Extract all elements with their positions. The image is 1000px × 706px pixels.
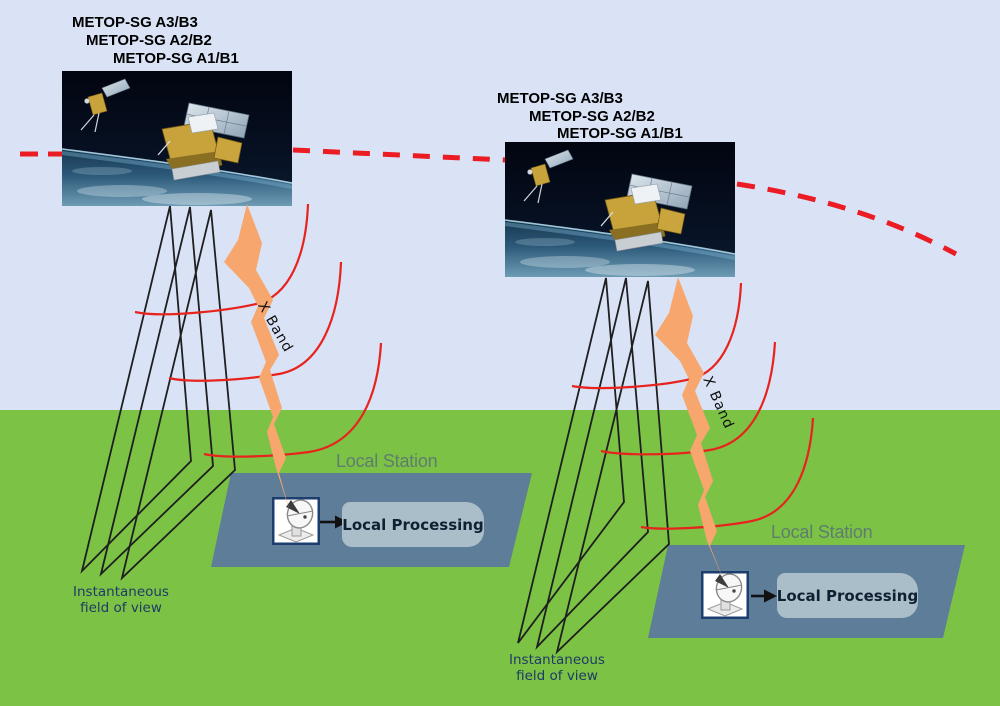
- fov-label-right: Instantaneous field of view: [492, 652, 622, 684]
- satellite-photo-right: [503, 140, 737, 279]
- local-station-title-left: Local Station: [336, 451, 438, 471]
- fov-label-left-line1: Instantaneous: [73, 584, 169, 600]
- downlink-bolt-left: [224, 204, 290, 512]
- fov-label-left-line2: field of view: [80, 600, 162, 616]
- satellite-label-right-a3b3: METOP-SG A3/B3: [497, 90, 623, 107]
- fov-beams-right: [517, 277, 670, 655]
- satellite-label-left-a1b1: METOP-SG A1/B1: [113, 50, 239, 67]
- dish-icon-right: [701, 569, 749, 619]
- arrow-to-processing-right: [751, 589, 777, 603]
- local-station-title-right: Local Station: [771, 522, 873, 542]
- satellite-photo-left: [60, 69, 294, 208]
- local-processing-box-left: Local Processing: [342, 502, 484, 547]
- arrow-to-processing-left: [320, 515, 348, 529]
- satellite-label-left-a2b2: METOP-SG A2/B2: [86, 32, 212, 49]
- orbit-track-dashed: [20, 147, 958, 257]
- fov-label-right-line2: field of view: [516, 668, 598, 684]
- fov-label-right-line1: Instantaneous: [509, 652, 605, 668]
- dish-icon-left: [272, 495, 320, 545]
- signal-arcs-left: [134, 203, 383, 458]
- fov-label-left: Instantaneous field of view: [56, 584, 186, 616]
- satellite-label-left-a3b3: METOP-SG A3/B3: [72, 14, 198, 31]
- downlink-bolt-right: [655, 277, 726, 586]
- local-processing-box-right: Local Processing: [777, 573, 918, 618]
- satellite-label-right-a1b1: METOP-SG A1/B1: [557, 125, 683, 142]
- satellite-label-right-a2b2: METOP-SG A2/B2: [529, 108, 655, 125]
- fov-beams-left: [80, 205, 236, 581]
